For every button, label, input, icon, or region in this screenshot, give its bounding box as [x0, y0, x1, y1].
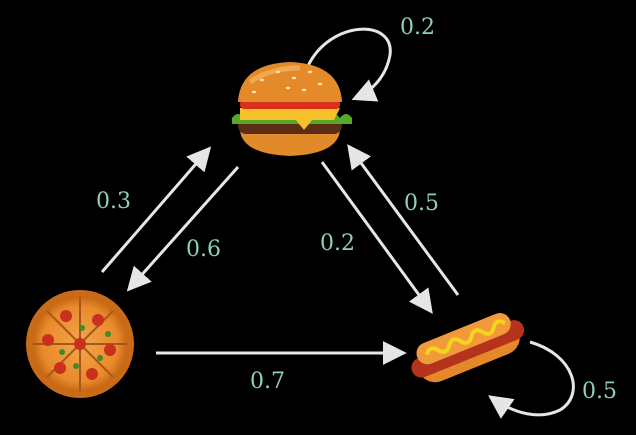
label-pizza-to-hotdog: 0.7: [250, 369, 285, 394]
hotdog-icon: [411, 313, 525, 383]
label-burger-to-hotdog: 0.2: [320, 231, 355, 256]
label-hotdog-to-burger: 0.5: [404, 191, 439, 216]
label-pizza-to-burger: 0.3: [96, 189, 131, 214]
edge-pizza-to-burger: [100, 146, 212, 273]
edge-hotdog-to-burger: [347, 144, 460, 296]
edge-burger-self: [306, 27, 392, 102]
label-burger-self: 0.2: [400, 15, 435, 40]
pizza-icon: [26, 290, 134, 398]
edge-hotdog-self: [488, 340, 575, 419]
edge-burger-to-pizza: [126, 166, 240, 292]
edge-burger-to-hotdog: [320, 161, 433, 314]
label-hotdog-self: 0.5: [582, 379, 617, 404]
label-burger-to-pizza: 0.6: [186, 237, 221, 262]
burger-icon: [232, 62, 352, 156]
